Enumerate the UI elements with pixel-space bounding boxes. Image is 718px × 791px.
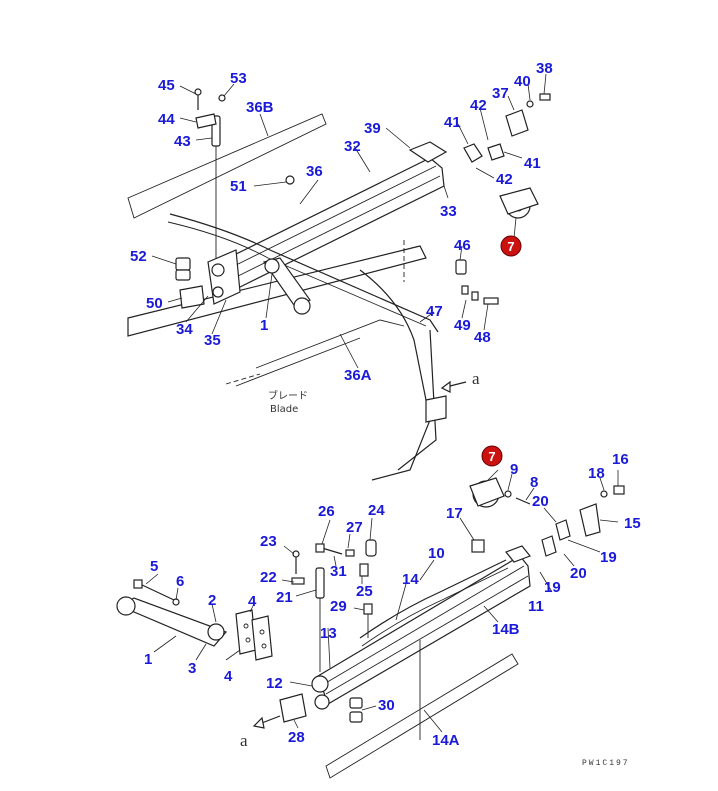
- drawing-code: PW1C197: [582, 759, 630, 768]
- callout-9: 9: [510, 461, 518, 478]
- callout-42-top: 42: [470, 97, 487, 114]
- callout-4-top: 4: [248, 593, 257, 610]
- callout-49: 49: [454, 317, 471, 334]
- callout-14a: 14A: [432, 732, 460, 749]
- callout-1-bottom: 1: [144, 651, 152, 668]
- highlight-marker-top: [500, 235, 522, 257]
- callout-1-top: 1: [260, 317, 268, 334]
- callout-46: 46: [454, 237, 471, 254]
- callout-13: 13: [320, 625, 337, 642]
- callout-41-right: 41: [524, 155, 541, 172]
- callout-42-right: 42: [496, 171, 513, 188]
- callout-39: 39: [364, 120, 381, 137]
- top-callouts: 45 53 44 36B 43 39 32 41 42 37 40 38 41 …: [130, 60, 553, 415]
- callout-45: 45: [158, 77, 175, 94]
- callout-8: 8: [530, 474, 538, 491]
- callout-52: 52: [130, 248, 147, 265]
- callout-36b: 36B: [246, 99, 274, 116]
- callout-4-bottom: 4: [224, 668, 233, 685]
- callout-3: 3: [188, 660, 196, 677]
- view-arrow-label-top: a: [472, 369, 480, 388]
- callout-14b: 14B: [492, 621, 520, 638]
- callout-19-left: 19: [544, 579, 561, 596]
- callout-51: 51: [230, 178, 247, 195]
- callout-37: 37: [492, 85, 509, 102]
- callout-35: 35: [204, 332, 221, 349]
- bottom-callouts: 7 9 8 18 16 20 15 17 10 26 24 23 27 31 2…: [144, 445, 641, 768]
- highlight-marker-top-label: 7: [507, 239, 514, 254]
- callout-14: 14: [402, 571, 419, 588]
- callout-22: 22: [260, 569, 277, 586]
- callout-38: 38: [536, 60, 553, 77]
- callout-2: 2: [208, 592, 216, 609]
- callout-20-bottom: 20: [570, 565, 587, 582]
- callout-26: 26: [318, 503, 335, 520]
- callout-23: 23: [260, 533, 277, 550]
- callout-47: 47: [426, 303, 443, 320]
- callout-11: 11: [528, 598, 544, 615]
- callout-29: 29: [330, 598, 347, 615]
- callout-10: 10: [428, 545, 445, 562]
- callout-17: 17: [446, 505, 463, 522]
- highlight-marker-bottom-label: 7: [488, 449, 495, 464]
- callout-53: 53: [230, 70, 247, 87]
- callout-24: 24: [368, 502, 385, 519]
- blade-label-en: Blade: [270, 404, 298, 415]
- callout-41-top: 41: [444, 114, 461, 131]
- callout-43: 43: [174, 133, 191, 150]
- callout-33: 33: [440, 203, 457, 220]
- callout-50: 50: [146, 295, 163, 312]
- top-assembly: [127, 73, 551, 481]
- callout-36: 36: [306, 163, 323, 180]
- callout-19-right: 19: [600, 549, 617, 566]
- callout-48: 48: [474, 329, 491, 346]
- callout-5: 5: [150, 558, 158, 575]
- callout-21: 21: [276, 589, 293, 606]
- bottom-assembly: [116, 469, 625, 779]
- callout-15: 15: [624, 515, 641, 532]
- callout-40: 40: [514, 73, 531, 90]
- callout-16: 16: [612, 451, 629, 468]
- callout-27: 27: [346, 519, 363, 536]
- callout-12: 12: [266, 675, 283, 692]
- callout-34: 34: [176, 321, 193, 338]
- callout-28: 28: [288, 729, 305, 746]
- callout-30: 30: [378, 697, 395, 714]
- highlight-marker-bottom: [481, 445, 503, 467]
- callout-20-top: 20: [532, 493, 549, 510]
- callout-31: 31: [330, 563, 347, 580]
- callout-25: 25: [356, 583, 373, 600]
- callout-6: 6: [176, 573, 184, 590]
- blade-label-jp: ブレード: [268, 389, 308, 402]
- callout-44: 44: [158, 111, 175, 128]
- view-arrow-label-bottom: a: [240, 731, 248, 750]
- callout-18: 18: [588, 465, 605, 482]
- callout-32: 32: [344, 138, 361, 155]
- callout-36a: 36A: [344, 367, 372, 384]
